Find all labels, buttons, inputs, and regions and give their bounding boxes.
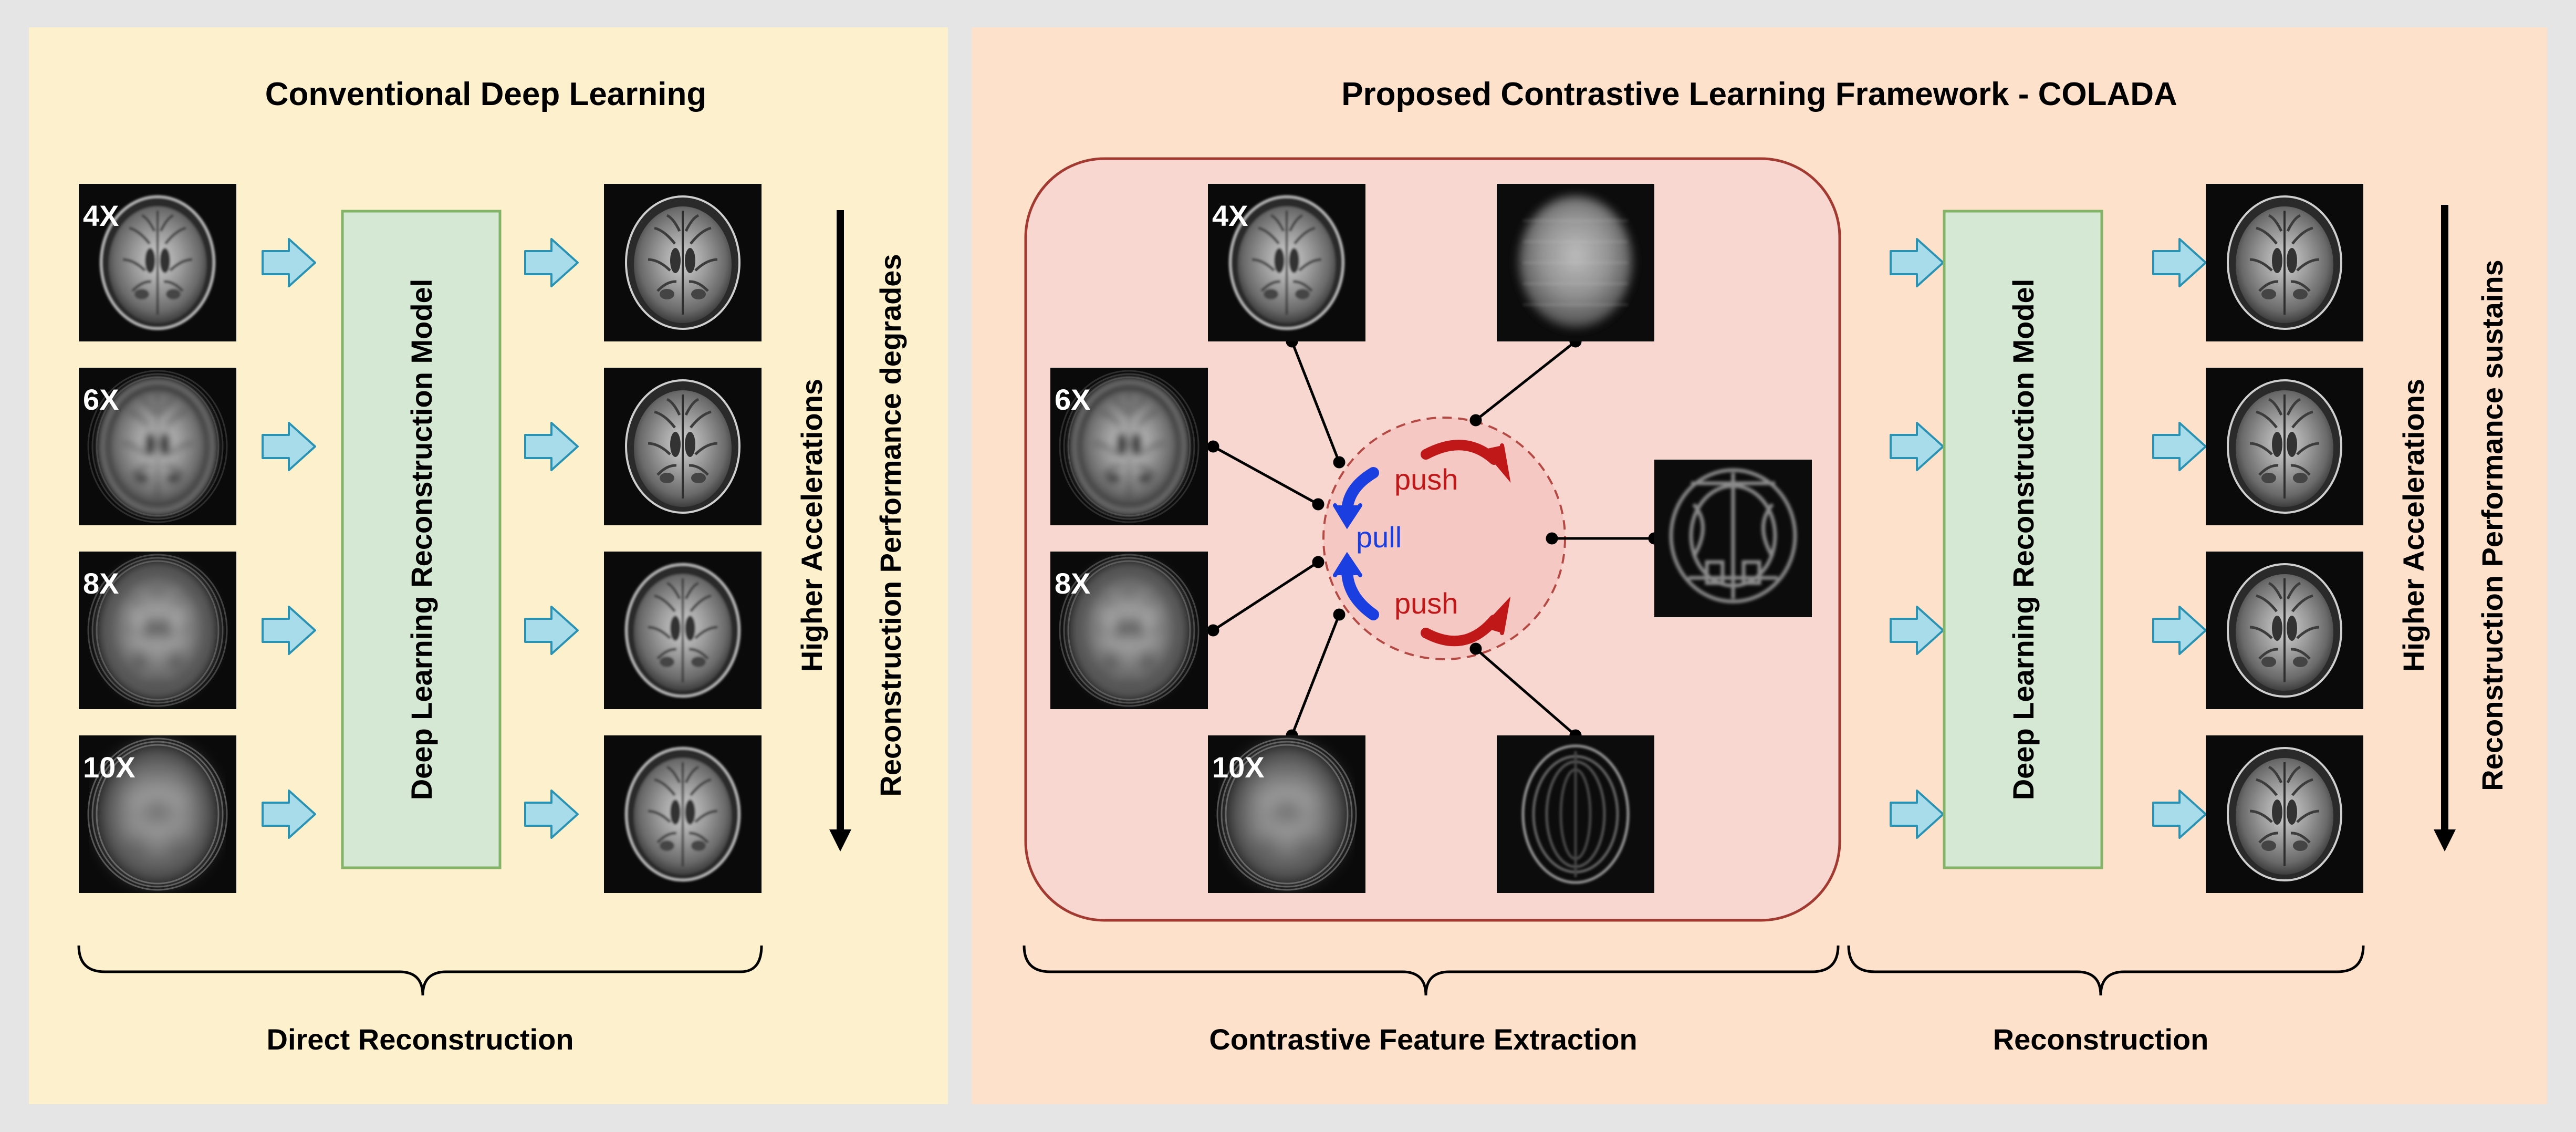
reconstruction-brace xyxy=(1847,945,2365,996)
mri-image xyxy=(2206,552,2363,709)
mri-image xyxy=(1208,735,1365,893)
flow-arrow xyxy=(524,422,579,471)
flow-arrow xyxy=(524,238,579,287)
flow-arrow xyxy=(262,790,316,839)
left-input-4x: 4X xyxy=(79,184,236,341)
left-brace xyxy=(77,945,763,996)
mri-image xyxy=(604,368,762,525)
left-flow-arrows xyxy=(262,238,579,839)
flow-arrow xyxy=(1890,238,1944,287)
flow-arrow xyxy=(2152,606,2207,655)
acceleration-label: 8X xyxy=(1055,567,1091,600)
left-brace-label: Direct Reconstruction xyxy=(267,1023,574,1056)
reconstruction-brace-label: Reconstruction xyxy=(1993,1023,2209,1056)
left-output-images xyxy=(604,184,762,893)
mri-image xyxy=(2206,368,2363,525)
acceleration-label: 10X xyxy=(1212,751,1265,784)
mri-image xyxy=(79,735,236,893)
mri-image xyxy=(79,368,236,525)
acceleration-label: 4X xyxy=(1212,199,1248,232)
left-model-label: Deep Learning Reconstruction Model xyxy=(405,279,438,801)
contrastive-brace xyxy=(1023,945,1840,996)
push-label-bottom: push xyxy=(1394,587,1458,620)
flow-arrow xyxy=(262,422,316,471)
acceleration-label: 8X xyxy=(83,567,119,600)
mri-image xyxy=(79,552,236,709)
mri-image xyxy=(2206,735,2363,893)
flow-arrow xyxy=(524,606,579,655)
acceleration-label: 10X xyxy=(83,751,135,784)
flow-arrow xyxy=(262,238,316,287)
right-model-label: Deep Learning Reconstruction Model xyxy=(2007,279,2040,801)
flow-arrow xyxy=(262,606,316,655)
positive-6x: 6X xyxy=(1050,368,1208,525)
acceleration-label: 6X xyxy=(1055,383,1091,416)
mri-image xyxy=(2206,184,2363,341)
mri-image xyxy=(1208,184,1365,341)
positive-10x: 10X xyxy=(1208,735,1365,893)
flow-arrow xyxy=(1890,606,1944,655)
right-output-images xyxy=(2206,184,2363,893)
flow-arrow xyxy=(1890,422,1944,471)
flow-arrow xyxy=(2152,238,2207,287)
flow-arrow xyxy=(2152,422,2207,471)
mri-image xyxy=(1050,552,1208,709)
right-panel-title: Proposed Contrastive Learning Framework … xyxy=(1341,76,2177,112)
left-axis-label-1: Higher Accelerations xyxy=(795,379,828,672)
acceleration-label: 6X xyxy=(83,383,119,416)
left-model-box xyxy=(341,210,502,869)
mri-image xyxy=(604,552,762,709)
acceleration-label: 4X xyxy=(83,199,119,232)
left-input-10x: 10X xyxy=(79,735,236,893)
negative-ring xyxy=(1497,735,1654,893)
negative-structured xyxy=(1654,460,1812,617)
left-axis-label-2: Reconstruction Performance degrades xyxy=(874,254,907,796)
right-model-box xyxy=(1943,210,2103,869)
push-label-top: push xyxy=(1394,463,1458,496)
right-flow-arrows xyxy=(1890,238,2207,839)
flow-arrow xyxy=(2152,790,2207,839)
push-arrows xyxy=(1421,440,1511,647)
flow-arrow xyxy=(524,790,579,839)
pull-arrows xyxy=(1333,467,1379,620)
negative-blur xyxy=(1497,184,1654,341)
left-input-6x: 6X xyxy=(79,368,236,525)
connector-lines xyxy=(1207,335,1661,742)
mri-image xyxy=(604,184,762,341)
left-input-8x: 8X xyxy=(79,552,236,709)
mri-image xyxy=(604,735,762,893)
right-axis-label-1: Higher Accelerations xyxy=(2397,379,2430,672)
mri-image xyxy=(79,184,236,341)
mri-image xyxy=(1050,368,1208,525)
pull-label: pull xyxy=(1356,521,1402,554)
positive-4x: 4X xyxy=(1208,184,1365,341)
right-axis-label-2: Reconstruction Performance sustains xyxy=(2476,259,2509,791)
contrastive-brace-label: Contrastive Feature Extraction xyxy=(1209,1023,1637,1056)
positive-8x: 8X xyxy=(1050,552,1208,709)
flow-arrow xyxy=(1890,790,1944,839)
left-panel-title: Conventional Deep Learning xyxy=(265,76,707,112)
